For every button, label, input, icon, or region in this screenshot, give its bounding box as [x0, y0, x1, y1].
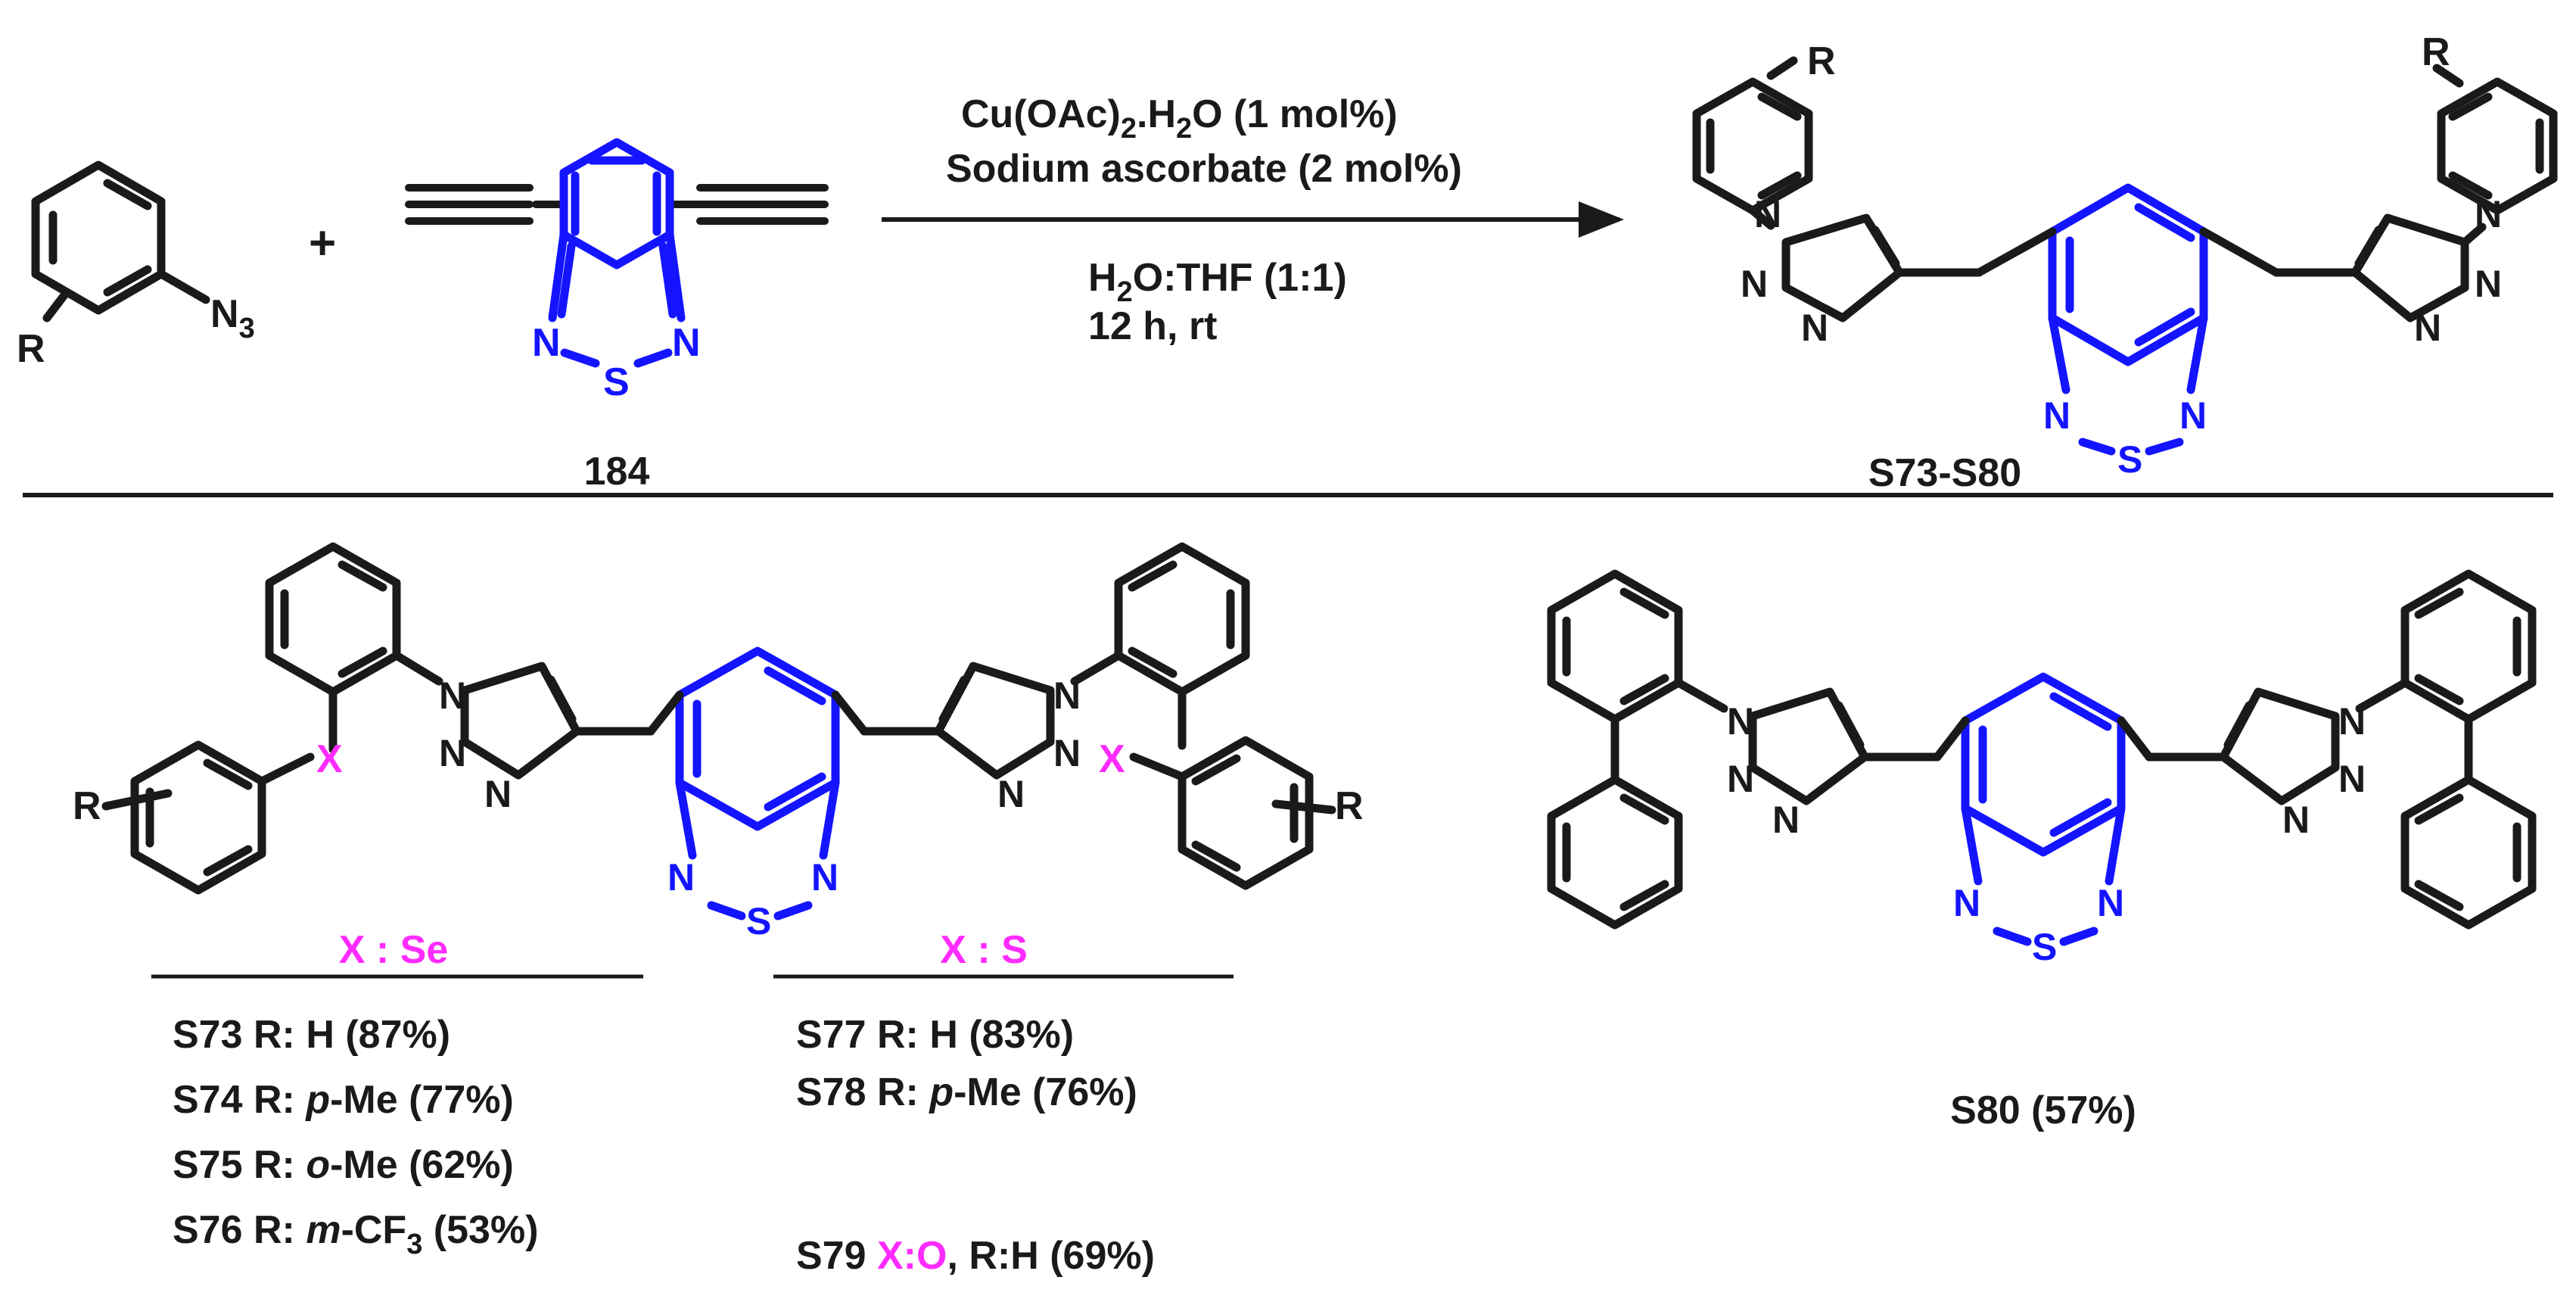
time-temperature-text: 12 h, rt — [1088, 304, 1218, 348]
atom-n: N — [2097, 882, 2124, 924]
substituent-r-right: R — [1335, 784, 1364, 828]
plus-sign: + — [309, 217, 336, 269]
entry-s79: S79 X:O, R:H (69%) — [796, 1234, 1155, 1278]
general-product: R R N N N N N N N N S — [1692, 30, 2558, 481]
product-r-right: R — [2422, 30, 2450, 74]
azide-r-label: R — [17, 327, 45, 371]
atom-n: N — [2338, 758, 2366, 800]
atom-n: N — [2282, 799, 2310, 841]
s-entry-list: S77 R: H (83%) S78 R: p-Me (76%) — [796, 1013, 1137, 1114]
atom-n: N — [1053, 674, 1081, 717]
se-entry-list: S73 R: H (87%) S74 R: p-Me (77%) S75 R: … — [173, 1013, 539, 1263]
diethynyl-benzothiadiazole: N N S — [405, 138, 829, 404]
s80-label: S80 (57%) — [1950, 1089, 2136, 1132]
atom-n: N — [2475, 263, 2502, 305]
atom-s: S — [603, 360, 630, 404]
reductant-text: Sodium ascorbate (2 mol%) — [946, 147, 1462, 191]
reaction-conditions: Cu(OAc)2.H2O (1 mol%) Sodium ascorbate (… — [882, 92, 1624, 348]
entry-s77: S77 R: H (83%) — [796, 1013, 1074, 1057]
entry-s76: S76 R: m-CF3 (53%) — [173, 1208, 539, 1263]
aryl-azide — [31, 160, 210, 322]
atom-n: N — [1801, 307, 1828, 349]
group-header-se: X : Se — [339, 928, 449, 972]
atom-n: N — [2179, 394, 2207, 437]
heteroatom-x-right: X — [1099, 737, 1125, 781]
atom-n: N — [2043, 394, 2070, 437]
biphenyl-product-s80: N N N N N N N N S — [1547, 569, 2537, 968]
atom-n: N — [811, 856, 838, 899]
atom-n: N — [1727, 700, 1754, 743]
atom-n: N — [1953, 882, 1980, 924]
atom-n: N — [439, 674, 466, 717]
atom-n: N — [2475, 193, 2502, 235]
atom-n: N — [484, 773, 512, 815]
atom-n: N — [2414, 307, 2441, 349]
product-label: S73-S80 — [1868, 451, 2021, 495]
x-bridged-product: X X R R N N N N N N N N S — [73, 542, 1364, 942]
atom-n: N — [1772, 799, 1800, 841]
substituent-r-left: R — [73, 784, 101, 828]
entry-s78: S78 R: p-Me (76%) — [796, 1070, 1137, 1114]
product-r-left: R — [1807, 39, 1836, 83]
atom-s: S — [746, 900, 771, 942]
atom-n: N — [532, 321, 561, 365]
atom-s: S — [2117, 438, 2142, 481]
entry-s75: S75 R: o-Me (62%) — [173, 1143, 514, 1187]
compound-184-label: 184 — [584, 450, 650, 494]
atom-n: N — [2338, 700, 2366, 743]
solvent-text: H2O:THF (1:1) — [1088, 256, 1347, 308]
atom-n: N — [1741, 263, 1768, 305]
entry-s74: S74 R: p-Me (77%) — [173, 1078, 514, 1122]
catalyst-text: Cu(OAc)2.H2O (1 mol%) — [961, 92, 1398, 145]
group-header-s: X : S — [940, 928, 1028, 972]
atom-n: N — [667, 856, 695, 899]
entry-s73: S73 R: H (87%) — [173, 1013, 450, 1057]
azide-label: N3 — [210, 292, 255, 344]
atom-n: N — [672, 321, 701, 365]
atom-s: S — [2032, 926, 2057, 968]
heteroatom-x-left: X — [316, 737, 343, 781]
atom-n: N — [1053, 732, 1081, 774]
atom-n: N — [1754, 193, 1781, 235]
atom-n: N — [1727, 758, 1754, 800]
atom-n: N — [997, 773, 1025, 815]
atom-n: N — [439, 732, 466, 774]
